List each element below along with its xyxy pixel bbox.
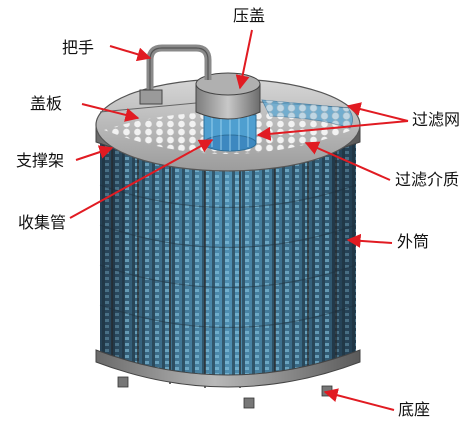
press-cover <box>195 72 261 120</box>
label-base: 底座 <box>398 400 431 419</box>
label-filter-mesh: 过滤网 <box>412 110 461 129</box>
label-press-cover: 压盖 <box>233 6 266 25</box>
arrow-collector-pipe <box>69 139 214 219</box>
label-filter-media: 过滤介质 <box>395 170 460 189</box>
label-cover-plate: 盖板 <box>30 94 63 113</box>
arrow-base <box>323 388 395 411</box>
arrow-mesh-b <box>346 102 409 122</box>
callout-arrows <box>69 29 409 411</box>
arrow-filter-media <box>304 141 391 181</box>
arrow-cover-plate <box>81 103 140 122</box>
arrow-support-frame <box>75 145 114 161</box>
label-support-frame: 支撑架 <box>16 151 65 170</box>
arrow-handle <box>109 45 152 62</box>
outer-cylinder <box>99 140 357 388</box>
arrow-outer-cylinder <box>346 233 393 248</box>
label-outer-cylinder: 外筒 <box>397 232 430 251</box>
label-collector-pipe: 收集管 <box>18 213 67 232</box>
collector-pipe <box>203 114 257 152</box>
label-handle: 把手 <box>62 38 95 57</box>
arrow-mesh-a <box>256 120 409 141</box>
arrow-press-cover <box>235 29 253 90</box>
